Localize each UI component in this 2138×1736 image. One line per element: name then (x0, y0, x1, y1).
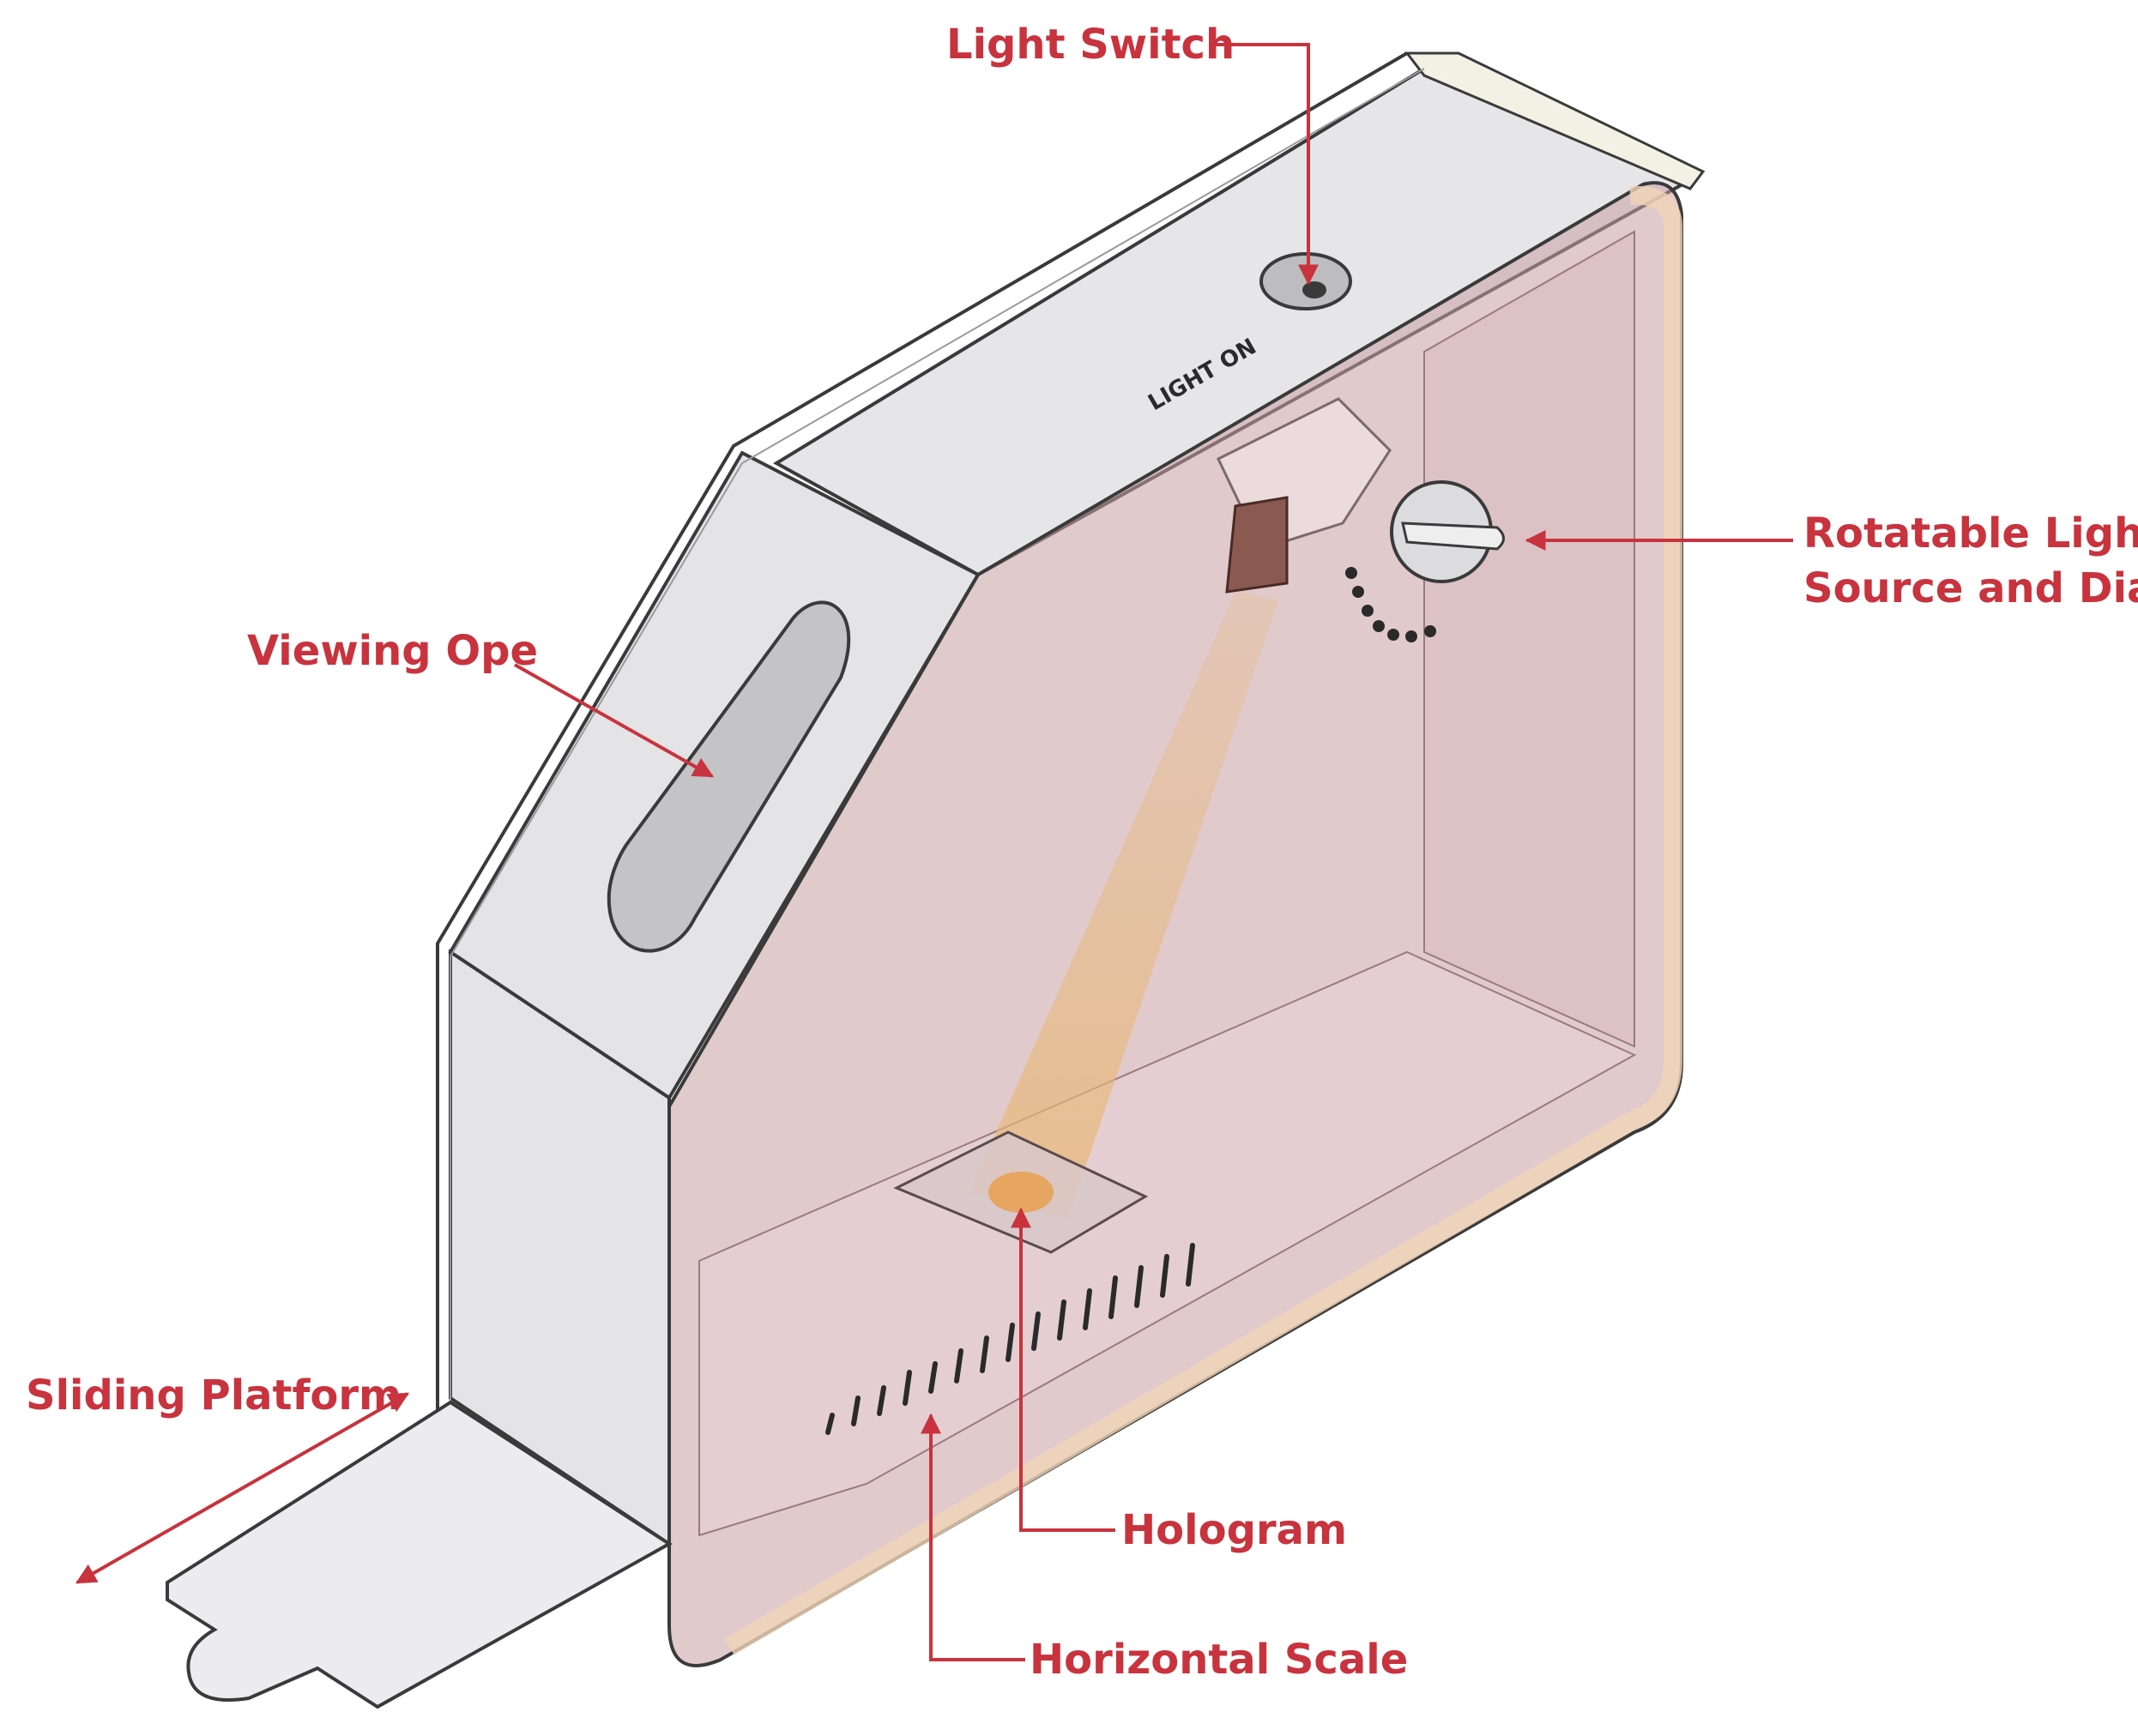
dial-knob-grip (1401, 521, 1505, 551)
callout-line-sliding (75, 1392, 410, 1584)
label-viewing-opening: Viewing Ope (247, 627, 539, 675)
light-source-barrel (1225, 496, 1289, 594)
housing-top-rim (1404, 51, 1706, 190)
label-rotatable-line2: Source and Dial (1803, 564, 2138, 612)
dial-tick-marks (1345, 567, 1436, 642)
hologram-spot (988, 1172, 1054, 1213)
label-rotatable-line1: Rotatable Light (1803, 509, 2138, 558)
viewing-opening (607, 600, 851, 953)
label-sliding-platform: Sliding Platform (26, 1371, 402, 1420)
light-switch-hole (1259, 252, 1352, 310)
label-rotatable-light-source: Rotatable Light Source and Dial (1803, 506, 2138, 616)
inner-back-wall (1423, 230, 1635, 1048)
callout-line-hologram (1011, 1207, 1115, 1532)
callout-line-light-switch (1214, 43, 1319, 286)
callout-line-horizontal (921, 1413, 1025, 1661)
label-hologram: Hologram (1121, 1506, 1348, 1554)
sliding-platform (166, 1400, 673, 1709)
horizontal-scale-ticks (825, 1243, 1195, 1435)
housing-back-rim (436, 51, 1409, 1415)
acrylic-edge-glow (724, 185, 1682, 1655)
label-horizontal-scale: Horizontal Scale (1030, 1636, 1409, 1684)
label-light-switch: Light Switch (946, 21, 1235, 69)
light-beam (969, 592, 1278, 1218)
callout-line-viewing (514, 663, 715, 778)
light-switch-toggle-icon (1302, 281, 1326, 298)
